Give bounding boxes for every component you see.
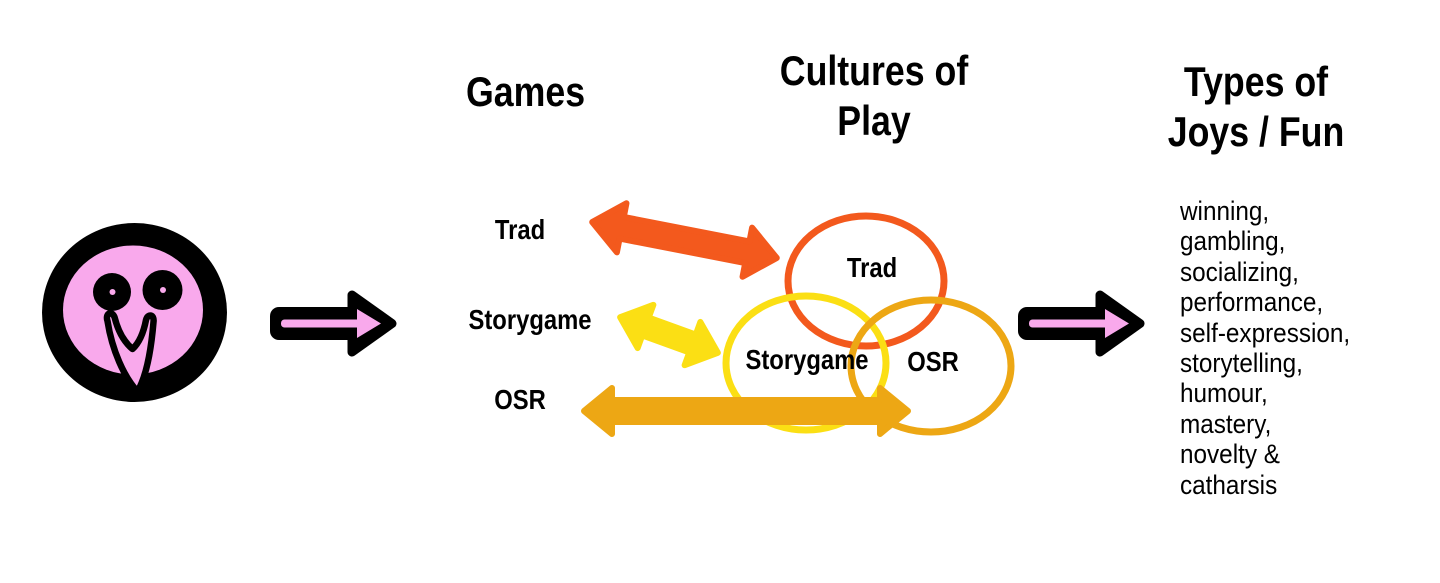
game-label-trad: Trad [494,214,546,245]
joys-list: winning, gambling, socializing, performa… [1180,196,1350,500]
games-title: Games [466,68,586,115]
right-eye-glint [160,287,166,293]
double-headed-arrow-trad [589,200,780,280]
arrow-inner-head [357,309,381,338]
joys-list-item: gambling, [1180,226,1286,257]
game-label-osr: OSR [494,384,546,415]
venn-circle-osr [847,296,1015,436]
joys-list-item: socializing, [1180,256,1299,287]
venn-circle-storygame [722,292,890,434]
venn-circle-trad [784,212,948,350]
venn-label-trad: Trad [846,252,898,283]
joys-list-item: catharsis [1180,469,1278,500]
joys-list-item: self-expression, [1180,317,1351,348]
game-label-storygame: Storygame [468,304,592,335]
right-arrow-icon [1018,295,1140,352]
smiley-face-icon [42,223,227,402]
joys-list-item: performance, [1180,287,1324,318]
venn-label-storygame: Storygame [745,344,869,375]
double-headed-arrow-storygame [617,301,721,369]
joys-list-item: winning, [1180,196,1270,226]
types-of-joys-title: Types of Joys / Fun [1167,58,1345,155]
double-headed-arrow-osr [581,385,911,437]
joys-list-item: mastery, [1180,408,1272,439]
left-eye-glint [109,289,116,295]
mouth [103,310,157,395]
arrow-inner-shaft [281,319,365,328]
venn-label-osr: OSR [907,346,959,377]
joys-list-item: humour, [1180,378,1268,409]
cultures-of-play-title: Cultures of Play [779,47,969,144]
joys-list-item: novelty & [1180,439,1280,470]
joys-list-item: storytelling, [1180,348,1303,379]
right-arrow-icon [270,290,397,357]
